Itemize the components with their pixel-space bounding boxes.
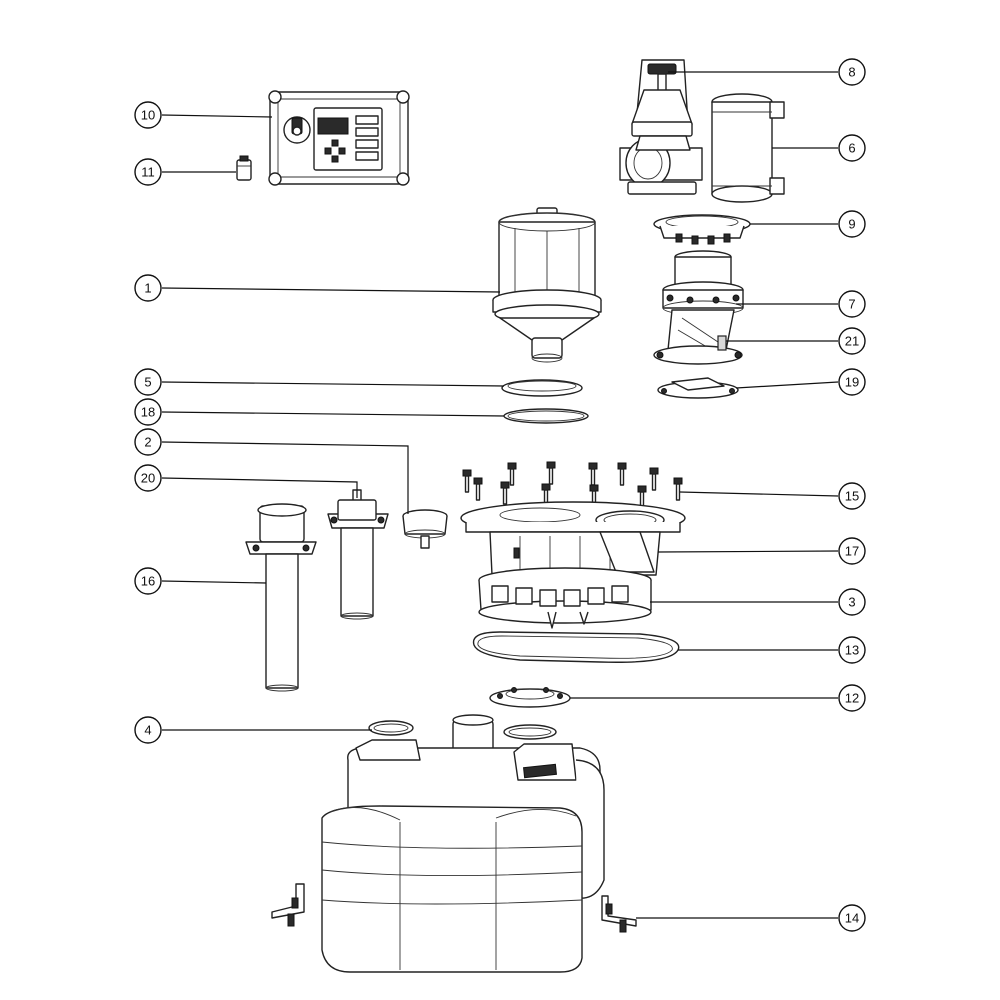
- callout-10: 10: [134, 101, 162, 129]
- part-ring-small: [368, 720, 414, 736]
- part-gasket-large: [472, 631, 680, 663]
- callout-label: 7: [848, 297, 855, 312]
- part-disc: [501, 379, 583, 397]
- callout-label: 12: [845, 691, 859, 706]
- callout-label: 2: [144, 435, 151, 450]
- callout-2: 2: [134, 428, 162, 456]
- callout-6: 6: [838, 134, 866, 162]
- callout-12: 12: [838, 684, 866, 712]
- callout-label: 20: [141, 471, 155, 486]
- callout-label: 16: [141, 574, 155, 589]
- part-bracket-left: [271, 883, 305, 927]
- callout-3: 3: [838, 588, 866, 616]
- part-bracket-right: [601, 895, 637, 933]
- part-pipe: [245, 503, 317, 692]
- callout-16: 16: [134, 567, 162, 595]
- callout-14: 14: [838, 904, 866, 932]
- callout-9: 9: [838, 210, 866, 238]
- callout-label: 5: [144, 375, 151, 390]
- part-o-ring: [503, 408, 589, 424]
- part-motor: [492, 207, 602, 363]
- part-pump-housing: [460, 501, 686, 576]
- callout-label: 15: [845, 489, 859, 504]
- callout-label: 14: [845, 911, 859, 926]
- part-flapper-plate: [657, 377, 739, 399]
- callout-label: 19: [845, 375, 859, 390]
- callout-4: 4: [134, 716, 162, 744]
- callout-label: 11: [141, 165, 155, 180]
- callout-20: 20: [134, 464, 162, 492]
- callout-label: 21: [845, 334, 859, 349]
- callout-5: 5: [134, 368, 162, 396]
- part-control-box: [268, 90, 410, 186]
- part-bolts: [462, 461, 683, 509]
- callout-label: 1: [144, 281, 151, 296]
- callout-7: 7: [838, 290, 866, 318]
- callout-13: 13: [838, 636, 866, 664]
- part-flange-plate: [489, 687, 571, 708]
- callout-label: 13: [845, 643, 859, 658]
- callout-label: 17: [845, 544, 859, 559]
- callout-18: 18: [134, 398, 162, 426]
- part-tank: [321, 714, 605, 973]
- callout-21: 21: [838, 327, 866, 355]
- callout-label: 18: [141, 405, 155, 420]
- part-sleeve: [711, 93, 785, 203]
- callout-19: 19: [838, 368, 866, 396]
- callout-8: 8: [838, 58, 866, 86]
- part-ring-right: [503, 724, 557, 740]
- part-flange-top: [653, 214, 751, 245]
- part-impeller-housing: [478, 567, 652, 629]
- part-gate-valve: [619, 59, 703, 195]
- callout-label: 9: [848, 217, 855, 232]
- callout-label: 6: [848, 141, 855, 156]
- callout-label: 10: [141, 108, 155, 123]
- callout-17: 17: [838, 537, 866, 565]
- callout-label: 3: [848, 595, 855, 610]
- part-battery: [236, 155, 252, 181]
- callout-label: 8: [848, 65, 855, 80]
- part-sensor-tube: [327, 489, 389, 620]
- callout-15: 15: [838, 482, 866, 510]
- callout-1: 1: [134, 274, 162, 302]
- callout-label: 4: [144, 723, 151, 738]
- part-cup: [402, 509, 448, 549]
- part-check-valve: [653, 250, 744, 365]
- callout-11: 11: [134, 158, 162, 186]
- leader-lines: [161, 71, 839, 919]
